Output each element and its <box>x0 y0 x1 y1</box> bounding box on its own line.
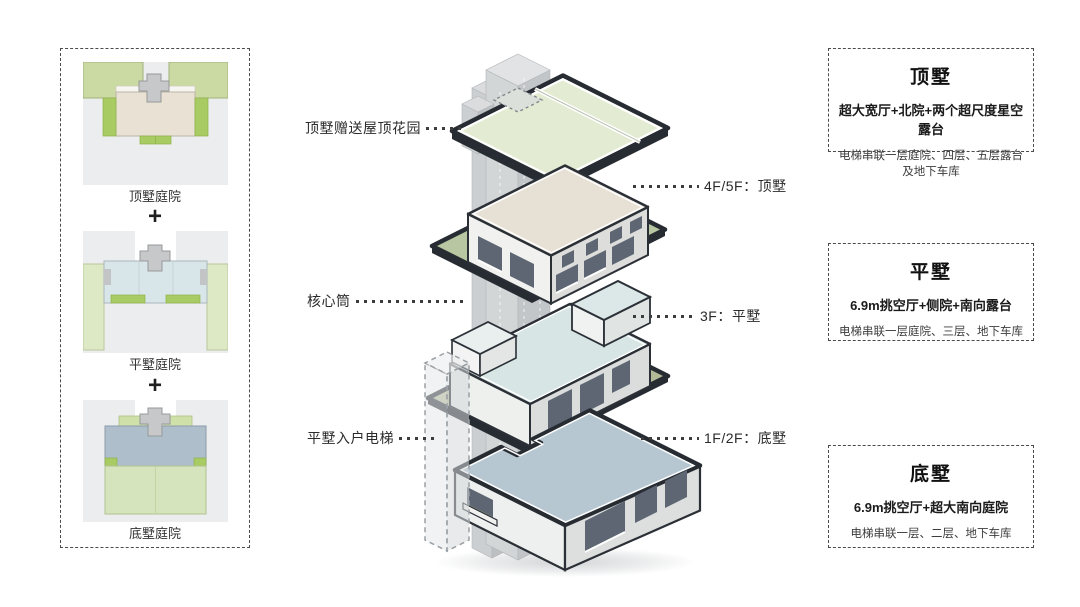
flat-villa-courtyard-plan <box>82 231 228 354</box>
leader-dots <box>426 126 462 130</box>
callout-core-text: 核心筒 <box>307 293 351 309</box>
info-card-flat-villa: 平墅 6.9m挑空厅+侧院+南向露台 电梯串联一层庭院、三层、地下车库 <box>828 243 1034 341</box>
leader-dots <box>633 184 699 188</box>
leader-dots <box>641 436 699 440</box>
callout-roof-garden-text: 顶墅赠送屋顶花园 <box>305 120 421 136</box>
callout-elevator: 平墅入户电梯 <box>307 428 442 448</box>
callout-bottom-floor: 1F/2F：底墅 <box>636 428 787 448</box>
plan-label-top-villa: 顶墅庭院 <box>128 189 181 204</box>
card-subtitle: 6.9m挑空厅+侧院+南向露台 <box>850 298 1012 313</box>
callout-top-floor: 4F/5F：顶墅 <box>628 176 787 196</box>
callout-core: 核心筒 <box>307 291 473 311</box>
plan-label-flat-villa: 平墅庭院 <box>128 357 181 373</box>
core-plan-shape <box>139 244 170 272</box>
plan-label-bottom-villa: 底墅庭院 <box>128 525 181 541</box>
card-title: 顶墅 <box>909 67 952 88</box>
leader-dots <box>633 314 695 318</box>
flat-villa-elevator-shaft <box>423 351 471 553</box>
mid-villa-block <box>425 279 671 453</box>
bottom-villa-courtyard-plan <box>82 399 228 522</box>
leader-dots <box>355 299 468 303</box>
plus-sign: + <box>147 203 162 231</box>
plus-sign: + <box>147 371 162 399</box>
info-card-top-villa: 顶墅 超大宽厅+北院+两个超尺度星空露台 电梯串联一层庭院、四层、五层露台及地下… <box>828 48 1034 178</box>
callout-top-floor-text: 4F/5F：顶墅 <box>704 178 787 194</box>
card-description: 电梯串联一层庭院、三层、地下车库 <box>839 326 1023 338</box>
callout-roof-garden: 顶墅赠送屋顶花园 <box>305 118 467 138</box>
core-cutout-dashed <box>492 87 544 113</box>
card-title: 平墅 <box>909 262 952 283</box>
card-description: 电梯串联一层、二层、地下车库 <box>850 528 1012 540</box>
card-subtitle: 6.9m挑空厅+超大南向庭院 <box>853 500 1009 515</box>
roof-garden-plate <box>449 73 671 192</box>
core-plan-shape <box>138 73 169 103</box>
card-title: 底墅 <box>909 464 952 485</box>
callout-bottom-floor-text: 1F/2F：底墅 <box>704 430 787 446</box>
top-villa-courtyard-plan <box>82 62 228 185</box>
card-description: 电梯串联一层庭院、四层、五层露台及地下车库 <box>839 150 1023 178</box>
core-plan-shape <box>139 407 170 437</box>
leader-dots <box>399 436 437 440</box>
card-subtitle: 超大宽厅+北院+两个超尺度星空露台 <box>838 103 1024 137</box>
info-card-bottom-villa: 底墅 6.9m挑空厅+超大南向庭院 电梯串联一层、二层、地下车库 <box>828 445 1034 548</box>
courtyard-plans-panel: 顶墅庭院 + 平墅庭院 + <box>60 48 250 548</box>
top-villa-block <box>429 164 668 306</box>
callout-mid-floor-text: 3F：平墅 <box>700 308 761 324</box>
callout-mid-floor: 3F：平墅 <box>628 306 761 326</box>
callout-elevator-text: 平墅入户电梯 <box>307 430 394 446</box>
